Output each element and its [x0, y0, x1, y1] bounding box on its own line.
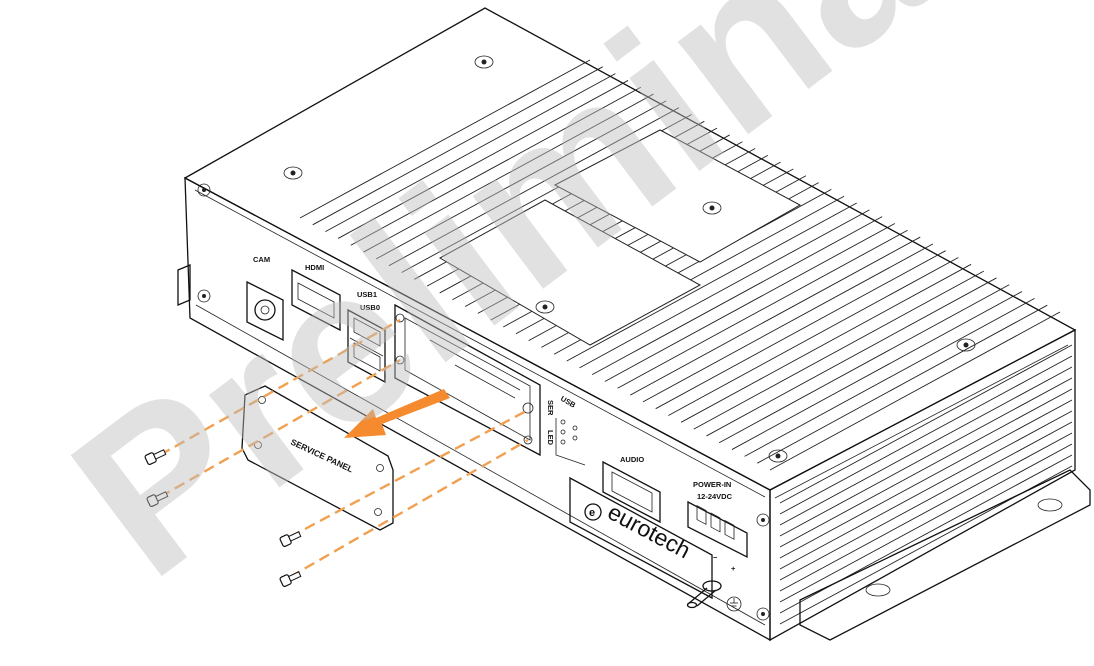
screw-icon [146, 491, 169, 508]
cam-connector: CAM [246, 255, 284, 342]
top-mount-plateau-1 [553, 129, 802, 263]
voltage-label: 12-24VDC [697, 492, 733, 501]
indicator-area: SER LED USB [546, 394, 586, 466]
screw-icon [144, 449, 167, 466]
plus-label: + [731, 564, 736, 573]
screw-icon [756, 607, 770, 621]
eurotech-wordmark: eurotech [604, 498, 695, 563]
screw-icon [756, 513, 770, 527]
top-mount-plateau-2 [438, 199, 702, 346]
hdmi-label: HDMI [305, 263, 324, 272]
ser-label: SER [546, 400, 555, 416]
screw-icon [535, 300, 555, 314]
power-in-label: POWER-IN [693, 480, 731, 489]
usb1-label: USB1 [357, 290, 377, 299]
screw-icon [768, 449, 788, 463]
eurotech-logo-icon [584, 503, 602, 521]
usb-label: USB [559, 394, 578, 410]
cam-label: CAM [253, 255, 270, 264]
brand-plate: e eurotech [569, 476, 713, 600]
screw-icon [283, 166, 303, 180]
audio-connector: AUDIO [602, 455, 661, 524]
minus-label: − [713, 553, 718, 562]
alignment-guides [159, 318, 529, 579]
heatsink-fins-side [779, 344, 1073, 625]
svg-text:e: e [589, 507, 595, 519]
power-in-connector: POWER-IN 12-24VDC − + [687, 480, 748, 573]
audio-label: AUDIO [620, 455, 644, 464]
usb0-label: USB0 [360, 303, 380, 312]
screw-icon [702, 201, 722, 215]
screw-icon [474, 55, 494, 69]
mounting-flange-right [799, 469, 1091, 641]
screw-icon [279, 571, 302, 588]
ground-post [686, 580, 722, 609]
screw-icon [197, 183, 211, 197]
usb-stack-connector: USB1 USB0 [347, 290, 386, 384]
mounting-flange-left [177, 264, 191, 306]
arrow-icon [344, 389, 450, 438]
screw-icon [956, 338, 976, 352]
enclosure [183, 7, 1077, 642]
enclosure-right-face [769, 328, 1076, 642]
ground-symbol-icon [726, 596, 742, 612]
service-bay-opening [394, 303, 541, 457]
hdmi-connector: HDMI [291, 263, 341, 332]
led-label: LED [546, 430, 555, 446]
screw-icon [197, 289, 211, 303]
screw-icon [279, 531, 302, 548]
